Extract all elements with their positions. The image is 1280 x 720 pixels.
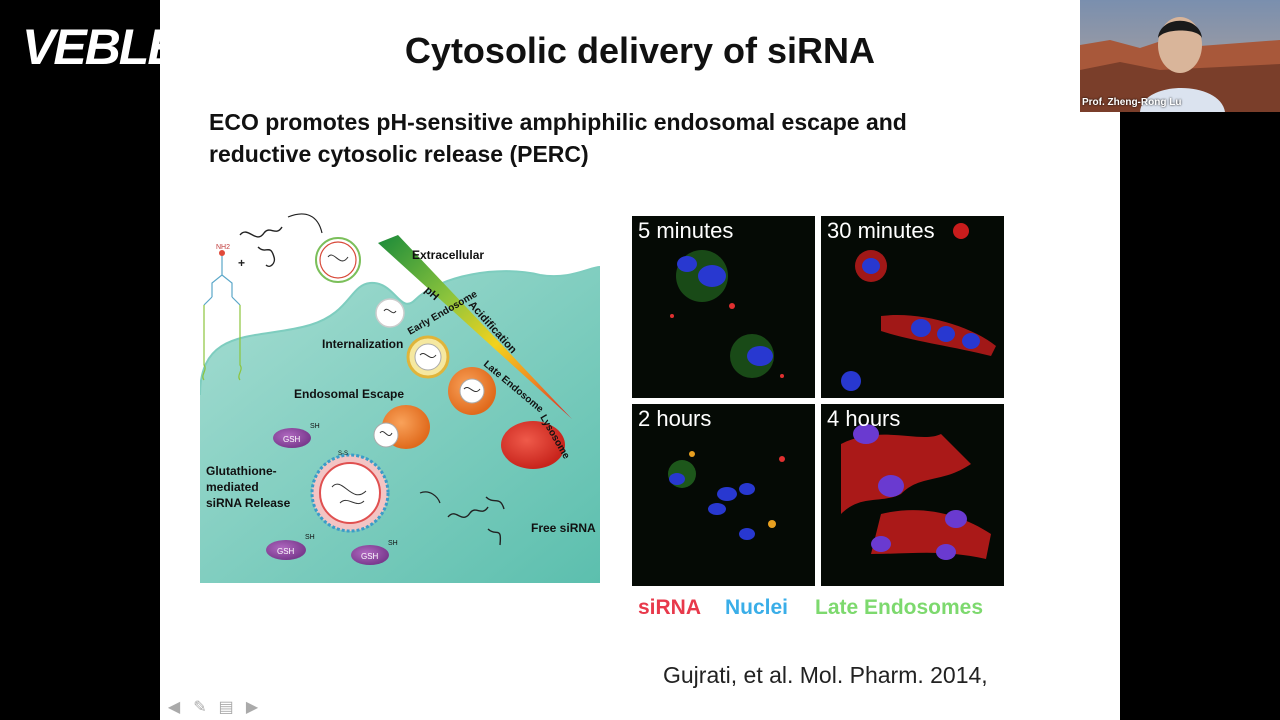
sirna-top-icon (239, 226, 283, 267)
extracellular-label: Extracellular (412, 248, 484, 262)
perc-mechanism-diagram: NH2 + Extracellular pH Acidification (200, 213, 600, 583)
eco-sirna-nanoparticle (315, 237, 361, 283)
sh-label-3: SH (388, 540, 398, 547)
arrow-right-icon[interactable]: ▶ (245, 699, 259, 716)
legend-sirna: siRNA (638, 596, 702, 619)
slide-navigation: ◀ ✎ ▤ ▶ (164, 698, 262, 716)
plus-sign: + (238, 256, 245, 270)
panel-label: 30 minutes (827, 218, 935, 243)
citation: Gujrati, et al. Mol. Pharm. 2014, (663, 662, 988, 688)
gsh-label-2: GSH (277, 547, 295, 556)
arrow-left-icon[interactable]: ◀ (167, 699, 181, 716)
internalizing-vesicle (375, 298, 405, 328)
subtitle-line-1: ECO promotes pH-sensitive amphiphilic en… (209, 109, 907, 135)
internalization-label: Internalization (322, 337, 403, 351)
glutathione-label-3: siRNA Release (206, 496, 291, 510)
panel-label: 4 hours (827, 406, 901, 431)
gsh-molecule-1: GSH SH (273, 423, 320, 448)
panel-label: 2 hours (638, 406, 712, 431)
menu-icon[interactable]: ▤ (218, 699, 234, 716)
speaker-name: Prof. Zheng-Rong Lu (1082, 97, 1182, 108)
free-sirna-label: Free siRNA (531, 521, 596, 535)
late-endosome (448, 367, 496, 415)
nh2-label: NH2 (216, 244, 230, 251)
pen-icon[interactable]: ✎ (193, 699, 207, 716)
escaping-endosome (373, 405, 430, 449)
sh-label-1: SH (310, 423, 320, 430)
micrograph-image (841, 223, 996, 391)
micrograph-2-hours: 2 hours (632, 404, 815, 586)
legend-nuclei: Nuclei (725, 596, 789, 619)
free-sirna-icon (447, 496, 505, 546)
legend-late-endosomes: Late Endosomes (815, 596, 984, 619)
slide-subtitle: ECO promotes pH-sensitive amphiphilic en… (209, 106, 929, 170)
glutathione-label-2: mediated (206, 480, 259, 494)
speaker-webcam: Prof. Zheng-Rong Lu (1080, 0, 1280, 112)
presentation-slide: Cytosolic delivery of siRNA ECO promotes… (160, 0, 1120, 720)
slide-title: Cytosolic delivery of siRNA (404, 30, 876, 71)
panel-label: 5 minutes (638, 218, 734, 243)
gsh-label-3: GSH (361, 552, 379, 561)
webcam-video (1080, 0, 1280, 112)
endosomal-escape-label: Endosomal Escape (294, 387, 404, 401)
cell-membrane (200, 266, 600, 396)
early-endosome (406, 335, 450, 379)
gsh-molecule-3: GSH SH (351, 540, 398, 565)
micrograph-5-minutes: 5 minutes (632, 216, 815, 398)
arrow-to-complex (287, 213, 323, 234)
lysosome (501, 421, 565, 469)
micrograph-image (841, 424, 991, 560)
glutathione-release-particle (310, 453, 390, 533)
micrograph-image (670, 250, 784, 378)
micrograph-4-hours: 4 hours (821, 404, 1004, 586)
ss-bond-label: S-S (338, 451, 348, 457)
gsh-molecule-2: GSH SH (266, 534, 315, 560)
micrograph-30-minutes: 30 minutes (821, 216, 1004, 398)
subtitle-line-2: reductive cytosolic release (PERC) (209, 141, 589, 167)
arrow-to-free-sirna (419, 491, 441, 504)
sh-label-2: SH (305, 534, 315, 541)
ph-acidification-gradient (378, 235, 572, 419)
eco-molecule-icon (202, 250, 242, 381)
gsh-label-1: GSH (283, 435, 301, 444)
micrograph-image (668, 451, 785, 540)
glutathione-label-1: Glutathione- (206, 464, 277, 478)
